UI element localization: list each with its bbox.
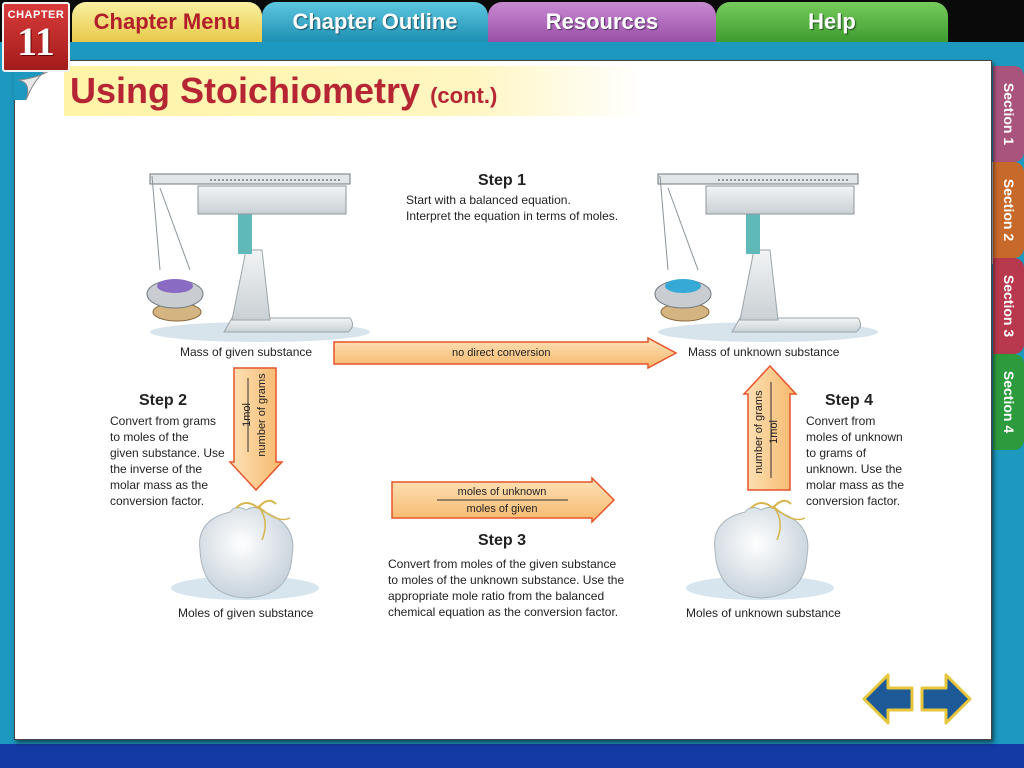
slide-frame-bottom (0, 744, 1024, 768)
step2-text: Convert from grams to moles of the given… (110, 413, 225, 509)
step1-line: Start with a balanced equation. (406, 193, 571, 207)
step4-line: conversion factor. (806, 494, 901, 508)
chapter-number: 11 (17, 19, 55, 64)
page-title: Using Stoichiometry (cont.) (70, 70, 497, 112)
step4-line: moles of unknown (806, 430, 903, 444)
factor-left-numerator: 1mol (241, 403, 253, 427)
step3-line: Convert from moles of the given substanc… (388, 557, 617, 571)
step3-text: Convert from moles of the given substanc… (388, 556, 624, 620)
step4-line: molar mass as the (806, 478, 905, 492)
step3-line: chemical equation as the conversion fact… (388, 605, 619, 619)
tab-chapter-menu[interactable]: Chapter Menu (72, 2, 262, 42)
mass-given-label: Mass of given substance (180, 345, 313, 359)
bag-unknown-icon (686, 499, 834, 600)
balance-right-icon (654, 173, 878, 342)
section-tab-2[interactable]: Section 2 (993, 162, 1024, 258)
step4-text: Convert from moles of unknown to grams o… (806, 413, 904, 509)
page-title-sub: (cont.) (430, 83, 498, 108)
step2-line: Convert from grams (110, 414, 217, 428)
section-tab-3[interactable]: Section 3 (993, 258, 1024, 354)
step3-line: appropriate mole ratio from the balanced (388, 589, 605, 603)
tab-resources[interactable]: Resources (488, 2, 716, 42)
factor-right-denominator: 1mol (768, 420, 780, 444)
moles-given-label: Moles of given substance (178, 606, 314, 620)
no-direct-label: no direct conversion (452, 347, 551, 359)
step4-line: unknown. Use the (806, 462, 903, 476)
factor-mid-denominator: moles of given (466, 503, 538, 515)
no-direct-arrow-icon (333, 336, 678, 370)
factor-left-denominator: number of grams (256, 373, 268, 457)
step2-line: the inverse of the (110, 462, 203, 476)
page-title-main: Using Stoichiometry (70, 70, 421, 111)
step1-text: Start with a balanced equation. Interpre… (406, 192, 618, 224)
step1-heading: Step 1 (478, 172, 527, 189)
step4-line: Convert from (806, 414, 876, 428)
step4-up-arrow-icon (742, 364, 798, 491)
right-arrow-icon[interactable] (920, 672, 972, 726)
step4-heading: Step 4 (825, 392, 874, 409)
factor-right-numerator: number of grams (753, 390, 765, 474)
moles-unknown-label: Moles of unknown substance (686, 606, 841, 620)
section-tab-1[interactable]: Section 1 (993, 66, 1024, 162)
mass-unknown-label: Mass of unknown substance (688, 345, 840, 359)
step4-line: to grams of (806, 446, 867, 460)
content-panel (14, 60, 992, 740)
step1-line: Interpret the equation in terms of moles… (406, 209, 619, 223)
step2-line: conversion factor. (110, 494, 205, 508)
step2-line: to moles of the (110, 430, 189, 444)
left-arrow-icon[interactable] (862, 672, 914, 726)
title-banner: Using Stoichiometry (cont.) (64, 66, 644, 116)
step2-line: molar mass as the (110, 478, 209, 492)
step3-heading: Step 3 (478, 532, 527, 549)
factor-mid-numerator: moles of unknown (457, 486, 547, 498)
step2-down-arrow-icon (228, 367, 284, 492)
balance-left-icon (146, 173, 370, 342)
chapter-label: CHAPTER (7, 9, 65, 21)
step2-line: given substance. Use (110, 446, 225, 460)
bag-given-icon (171, 499, 319, 600)
section-tab-4[interactable]: Section 4 (993, 354, 1024, 450)
tab-help[interactable]: Help (716, 2, 948, 42)
chapter-badge[interactable]: CHAPTER 11 (2, 2, 70, 72)
step3-line: to moles of the unknown substance. Use t… (388, 573, 625, 587)
step2-heading: Step 2 (139, 392, 188, 409)
tab-chapter-outline[interactable]: Chapter Outline (262, 2, 488, 42)
